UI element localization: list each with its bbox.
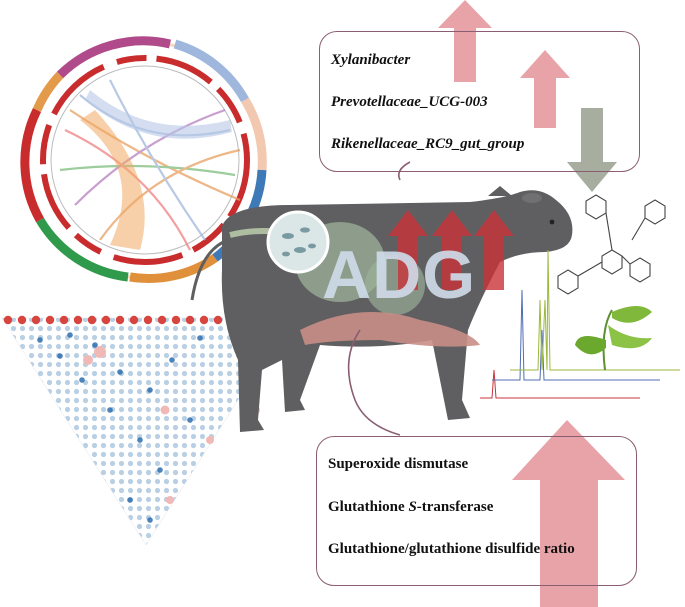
gst-prefix: Glutathione: [328, 499, 409, 515]
xylanibacter-up-arrow: [438, 0, 492, 82]
gst-suffix: -transferase: [416, 499, 494, 515]
heatmap-top-row: [3, 315, 223, 325]
antioxidant-box: [316, 436, 637, 586]
taxon-xylanibacter: Xylanibacter: [331, 52, 411, 68]
chemical-structure: [557, 194, 666, 295]
antioxidant-gst: Glutathione S-transferase: [328, 499, 493, 516]
antioxidant-up-arrow: [512, 420, 625, 607]
gst-italic: S: [408, 499, 417, 515]
taxon-rikenellaceae: Rikenellaceae_RC9_gut_group: [331, 136, 525, 152]
tea-leaves-icon: [575, 306, 652, 371]
taxon-prevotellaceae: Prevotellaceae_UCG-003: [331, 94, 488, 110]
intestine: [300, 312, 480, 347]
antioxidant-sod: Superoxide dismutase: [328, 456, 469, 472]
adg-label: ADG: [322, 237, 477, 313]
chromatogram: [480, 249, 680, 399]
antioxidant-gsh-ratio: Glutathione/glutathione disulfide ratio: [328, 541, 575, 557]
chord-diagram: [20, 36, 267, 283]
prevotellaceae-up-arrow: [520, 50, 570, 128]
heatmap-strong-negatives: [37, 332, 203, 523]
microbe-magnifier: [266, 210, 330, 274]
adg-arrows: [388, 210, 514, 290]
microbiota-box: [319, 31, 640, 172]
